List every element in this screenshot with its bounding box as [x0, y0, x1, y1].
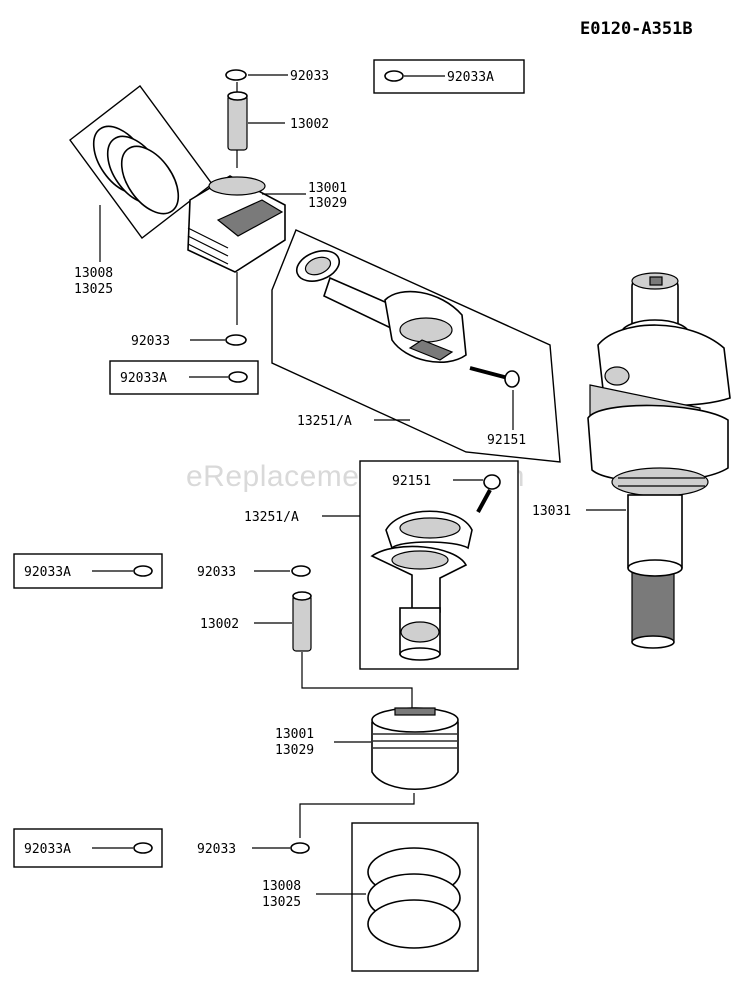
snap-ring-bottom-2[interactable] — [290, 842, 310, 854]
snap-ring-kit-top-right[interactable] — [384, 70, 404, 82]
kit-box-top-left — [109, 360, 259, 395]
snap-ring-kit-top-left[interactable] — [228, 371, 248, 383]
label-piston-bottom-b: 13029 — [275, 743, 314, 758]
label-kit-bottom-2: 92033A — [24, 842, 71, 857]
snap-ring-top[interactable] — [225, 69, 247, 81]
label-kit-bottom-1: 92033A — [24, 565, 71, 580]
label-snap-ring-bottom-2: 92033 — [197, 842, 236, 857]
label-crankshaft: 13031 — [532, 504, 571, 519]
piston-rings-bottom[interactable] — [367, 847, 461, 949]
label-kit-top-left: 92033A — [120, 371, 167, 386]
label-rings-top-a: 13008 — [74, 266, 113, 281]
label-rings-bottom-b: 13025 — [262, 895, 301, 910]
label-piston-top-b: 13029 — [308, 196, 347, 211]
crankshaft[interactable] — [587, 272, 731, 649]
label-piston-bottom-a: 13001 — [275, 727, 314, 742]
bolt-top[interactable] — [469, 366, 520, 388]
piston-top[interactable] — [187, 175, 286, 273]
piston-rings-top[interactable] — [82, 116, 190, 223]
label-rings-bottom-a: 13008 — [262, 879, 301, 894]
label-piston-top-a: 13001 — [308, 181, 347, 196]
label-snap-ring-bottom-1: 92033 — [197, 565, 236, 580]
connecting-rod-bottom[interactable] — [370, 510, 473, 661]
label-bolt-top: 92151 — [487, 433, 526, 448]
piston-bottom[interactable] — [371, 707, 459, 790]
diagram-id: E0120-A351B — [580, 19, 693, 39]
snap-ring-bottom-1[interactable] — [291, 565, 311, 577]
label-rings-top-b: 13025 — [74, 282, 113, 297]
label-rod-bottom: 13251/A — [244, 510, 299, 525]
label-snap-ring-top: 92033 — [290, 69, 329, 84]
snap-ring-top-lower[interactable] — [225, 334, 247, 346]
bolt-bottom[interactable] — [476, 474, 501, 513]
label-piston-pin-bottom: 13002 — [200, 617, 239, 632]
label-snap-ring-top-lower: 92033 — [131, 334, 170, 349]
piston-pin-top[interactable] — [227, 91, 248, 151]
connecting-rod-top[interactable] — [293, 245, 467, 363]
label-piston-pin-top: 13002 — [290, 117, 329, 132]
snap-ring-kit-bottom-1[interactable] — [133, 565, 153, 577]
label-rod-top: 13251/A — [297, 414, 352, 429]
label-bolt-bottom: 92151 — [392, 474, 431, 489]
snap-ring-kit-bottom-2[interactable] — [133, 842, 153, 854]
label-kit-top-right: 92033A — [447, 70, 494, 85]
piston-pin-bottom[interactable] — [292, 591, 312, 652]
